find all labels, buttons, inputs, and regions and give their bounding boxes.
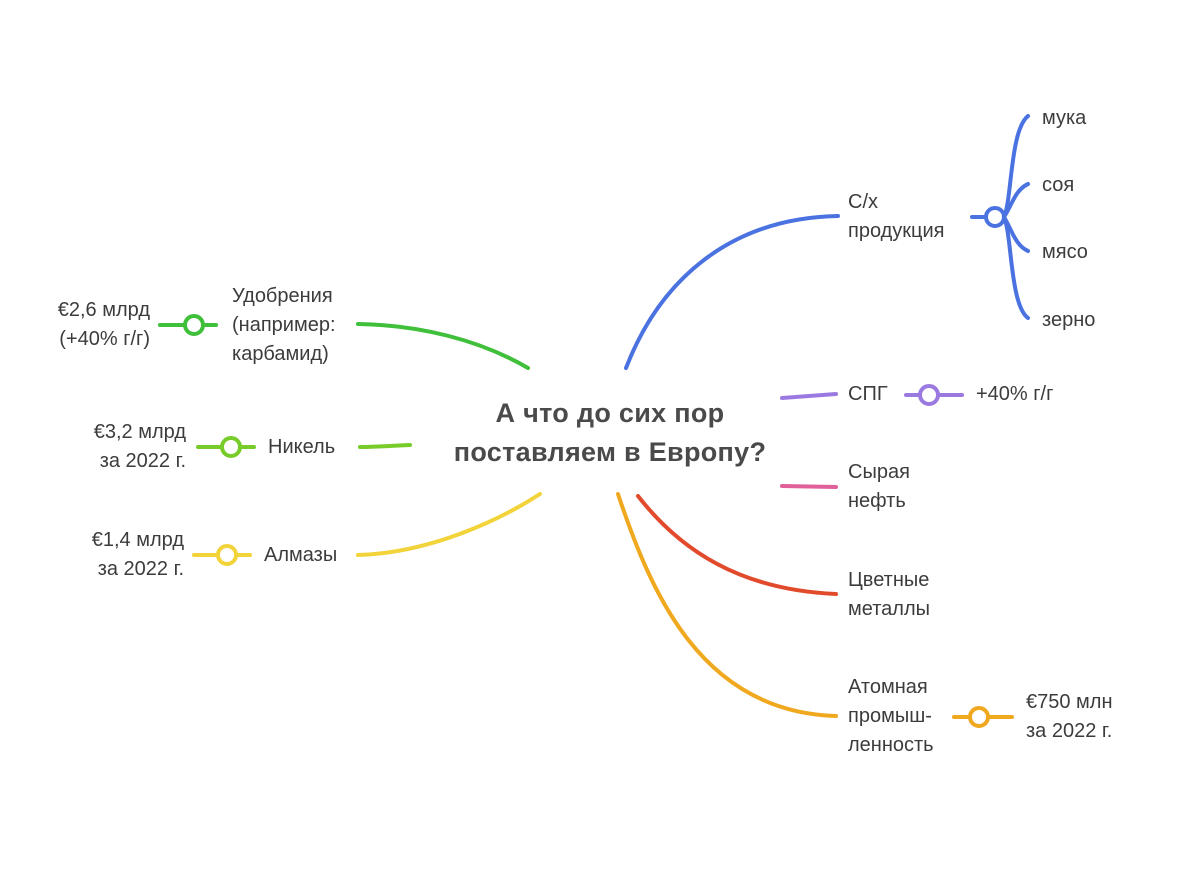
branch-line-nuclear bbox=[616, 492, 838, 718]
branch-label-crude-oil[interactable]: Сырая нефть bbox=[848, 461, 910, 512]
detail-lng: +40% г/г bbox=[976, 383, 1054, 405]
branch-label-fertilizers[interactable]: Удобрения (например: карбамид) bbox=[232, 285, 336, 365]
branch-label-nickel[interactable]: Никель bbox=[268, 436, 336, 458]
node-circle-agricultural[interactable] bbox=[984, 206, 1006, 228]
branch-label-lng[interactable]: СПГ bbox=[848, 383, 888, 405]
sub-line-soy bbox=[1002, 182, 1030, 219]
central-topic[interactable]: А что до сих пор поставляем в Европу? bbox=[453, 398, 767, 467]
node-circle-diamonds[interactable] bbox=[216, 544, 238, 566]
sub-label-meat[interactable]: мясо bbox=[1042, 241, 1088, 263]
branch-line-lng bbox=[780, 392, 838, 400]
branch-line-diamonds bbox=[356, 492, 542, 557]
node-circle-lng[interactable] bbox=[918, 384, 940, 406]
branch-line-agricultural bbox=[624, 214, 840, 370]
sub-label-soy[interactable]: соя bbox=[1042, 174, 1075, 196]
detail-diamonds: €1,4 млрд за 2022 г. bbox=[91, 529, 184, 580]
branch-label-agricultural[interactable]: С/х продукция bbox=[848, 191, 945, 242]
sub-label-grain[interactable]: зерно bbox=[1042, 309, 1096, 331]
branch-label-nuclear[interactable]: Атомная промыш- ленность bbox=[848, 676, 934, 756]
node-circle-nickel[interactable] bbox=[220, 436, 242, 458]
branch-line-nickel bbox=[358, 443, 412, 449]
detail-fertilizers: €2,6 млрд (+40% г/г) bbox=[57, 299, 150, 350]
detail-nuclear: €750 млн за 2022 г. bbox=[1026, 691, 1113, 742]
node-circle-fertilizers[interactable] bbox=[183, 314, 205, 336]
sub-line-flour bbox=[1002, 114, 1030, 219]
branch-line-metals bbox=[636, 494, 838, 596]
sub-label-flour[interactable]: мука bbox=[1042, 107, 1087, 129]
branch-label-metals[interactable]: Цветные металлы bbox=[848, 569, 930, 620]
detail-nickel: €3,2 млрд за 2022 г. bbox=[93, 421, 186, 472]
branch-line-fertilizers bbox=[356, 322, 530, 370]
branch-line-crude-oil bbox=[780, 484, 838, 489]
sub-line-grain bbox=[1002, 215, 1030, 320]
node-circle-nuclear[interactable] bbox=[968, 706, 990, 728]
branch-label-diamonds[interactable]: Алмазы bbox=[264, 544, 338, 566]
